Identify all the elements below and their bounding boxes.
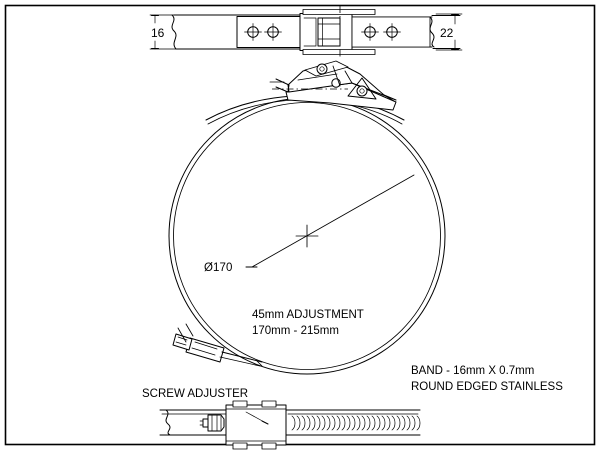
latch-pivot-lower bbox=[356, 85, 368, 97]
detail-screw-head bbox=[199, 414, 225, 432]
screw-adjuster-detail-view bbox=[159, 400, 421, 450]
sheet-border bbox=[4, 4, 596, 446]
latch-housing-top-view bbox=[299, 9, 376, 55]
diameter-label: Ø170 bbox=[204, 262, 233, 274]
latch-hook bbox=[269, 78, 290, 93]
rivet-right-2 bbox=[383, 23, 401, 41]
adjustment-note-line-2: 170mm - 215mm bbox=[252, 325, 339, 337]
adjuster-band-tail-circle bbox=[219, 351, 263, 367]
rivet-left-2 bbox=[264, 23, 282, 41]
adjuster-screw-head-circle bbox=[172, 333, 193, 351]
latch-pivot-upper bbox=[316, 63, 328, 75]
adjuster-band-link-circle bbox=[177, 323, 194, 343]
strap-left-body bbox=[173, 14, 301, 50]
dimension-16-label: 16 bbox=[151, 26, 165, 40]
latch-triangular-link bbox=[347, 77, 377, 100]
rivet-right-1 bbox=[361, 23, 379, 41]
screw-adjuster-label: SCREW ADJUSTER bbox=[142, 388, 248, 400]
latch-body-detail bbox=[297, 65, 395, 102]
adjustment-note-line-1: 45mm ADJUSTMENT bbox=[252, 309, 364, 321]
over-center-latch-assembly bbox=[205, 60, 405, 125]
top-strap-view: 16 bbox=[149, 6, 463, 58]
band-specification-note: BAND - 16mm X 0.7mm ROUND EDGED STAINLES… bbox=[411, 365, 563, 393]
band-slots bbox=[291, 415, 421, 431]
detail-slotted-band bbox=[285, 409, 421, 436]
screw-adjuster-on-circle bbox=[172, 323, 263, 367]
dimension-22-line bbox=[451, 13, 459, 51]
band-inner-circle bbox=[173, 102, 441, 370]
rivet-left-1 bbox=[244, 23, 262, 41]
latch-band-left bbox=[205, 95, 294, 125]
strap-right-break bbox=[429, 16, 435, 48]
strap-left-break bbox=[171, 14, 177, 50]
dimension-16-line bbox=[151, 14, 159, 50]
band-note-line-2: ROUND EDGED STAINLESS bbox=[411, 381, 563, 393]
diameter-leader-line bbox=[245, 174, 415, 268]
detail-adjuster-housing bbox=[225, 400, 287, 450]
band-note-line-1: BAND - 16mm X 0.7mm bbox=[411, 365, 534, 377]
dimension-22-label: 22 bbox=[440, 26, 454, 40]
band-circle-view: Ø170 45mm ADJUSTMENT 170mm - 215mm bbox=[168, 97, 446, 375]
